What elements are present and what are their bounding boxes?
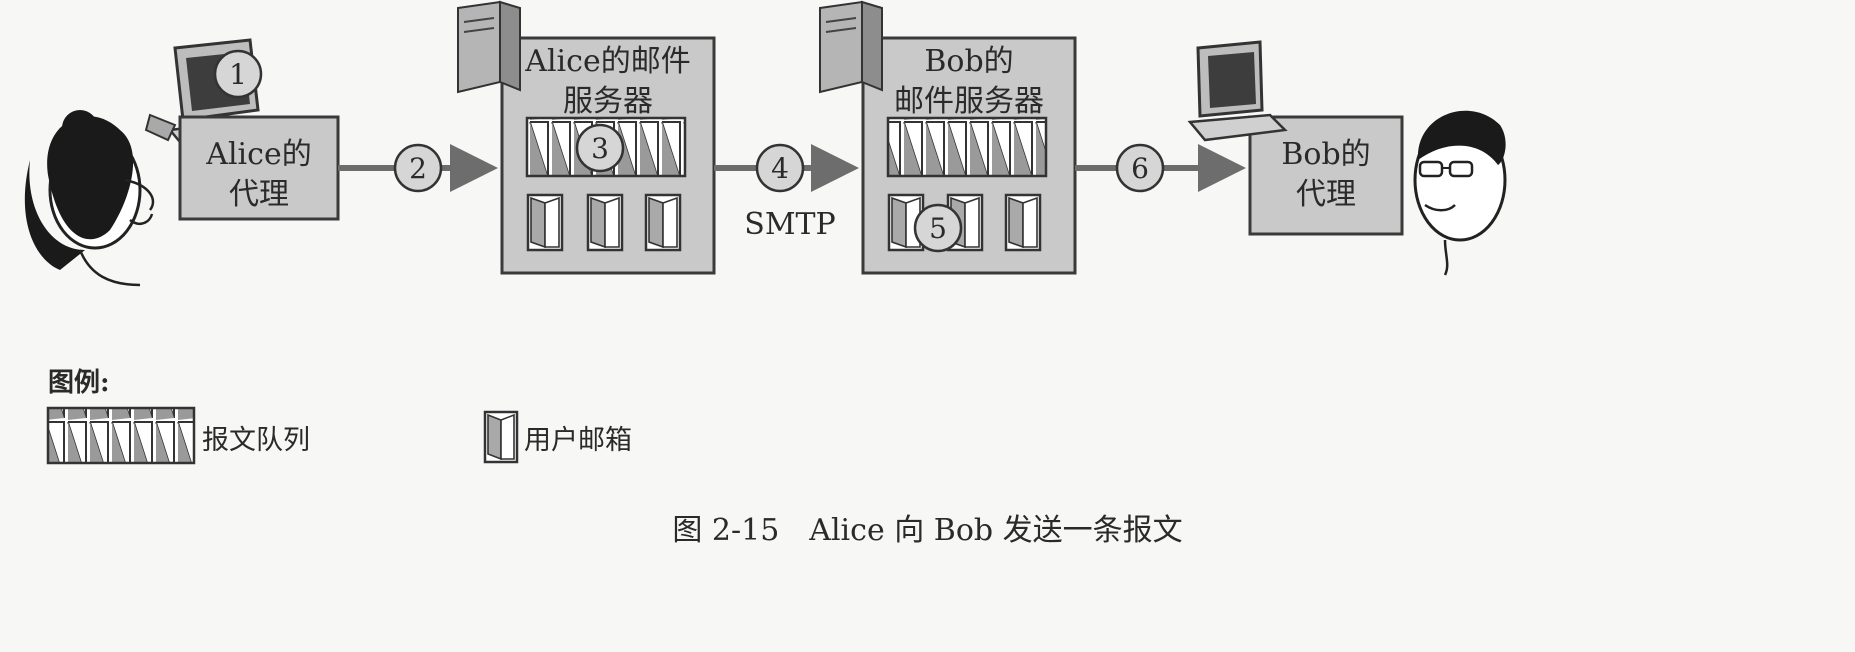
step-number: 1: [229, 58, 247, 91]
legend-queue-icon: [46, 406, 196, 465]
alice-server-label: Alice的邮件 服务器: [502, 42, 714, 122]
step-circle-2: 2: [393, 143, 443, 193]
bob-server-line2: 邮件服务器: [894, 84, 1044, 119]
alice-agent-line1: Alice的: [206, 137, 312, 172]
legend-mailbox-icon: [483, 410, 519, 464]
user-mailbox-icon: [586, 193, 624, 252]
bob-agent-line2: 代理: [1296, 177, 1356, 212]
bob-person-icon: [1413, 110, 1507, 276]
alice-agent-label: Alice的 代理: [180, 135, 338, 215]
bob-server-label: Bob的 邮件服务器: [863, 42, 1075, 122]
smtp-label: SMTP: [744, 207, 836, 242]
step-circle-5: 5: [913, 203, 963, 253]
legend-queue-label: 报文队列: [202, 425, 310, 456]
step-circle-4: 4: [755, 143, 805, 193]
step-circle-3: 3: [575, 123, 625, 173]
user-mailbox-icon: [526, 193, 564, 252]
step-number: 3: [591, 132, 609, 165]
bob-server-tower-icon: [819, 0, 883, 94]
step-circle-6: 6: [1115, 143, 1165, 193]
bob-agent-line1: Bob的: [1281, 137, 1371, 172]
alice-person-icon: [24, 110, 155, 287]
user-mailbox-icon: [644, 193, 682, 252]
bob-agent-label: Bob的 代理: [1250, 135, 1402, 215]
bob-server-line1: Bob的: [924, 44, 1014, 79]
step-number: 4: [771, 152, 789, 185]
legend-title: 图例:: [48, 368, 110, 398]
alice-server-line2: 服务器: [563, 84, 653, 119]
step-number: 2: [409, 152, 427, 185]
user-mailbox-icon: [1004, 193, 1042, 252]
alice-agent-line2: 代理: [229, 177, 289, 212]
bob-message-queue: [886, 116, 1048, 178]
alice-server-tower-icon: [457, 0, 521, 94]
step-circle-1: 1: [213, 49, 263, 99]
figure-caption: 图 2-15 Alice 向 Bob 发送一条报文: [672, 513, 1183, 548]
step-number: 5: [929, 212, 947, 245]
bob-computer-icon: [1187, 40, 1288, 142]
legend-mailbox-label: 用户邮箱: [524, 425, 632, 456]
step-number: 6: [1131, 152, 1149, 185]
alice-server-line1: Alice的邮件: [525, 44, 691, 79]
bob-agent-box: [1248, 115, 1404, 236]
